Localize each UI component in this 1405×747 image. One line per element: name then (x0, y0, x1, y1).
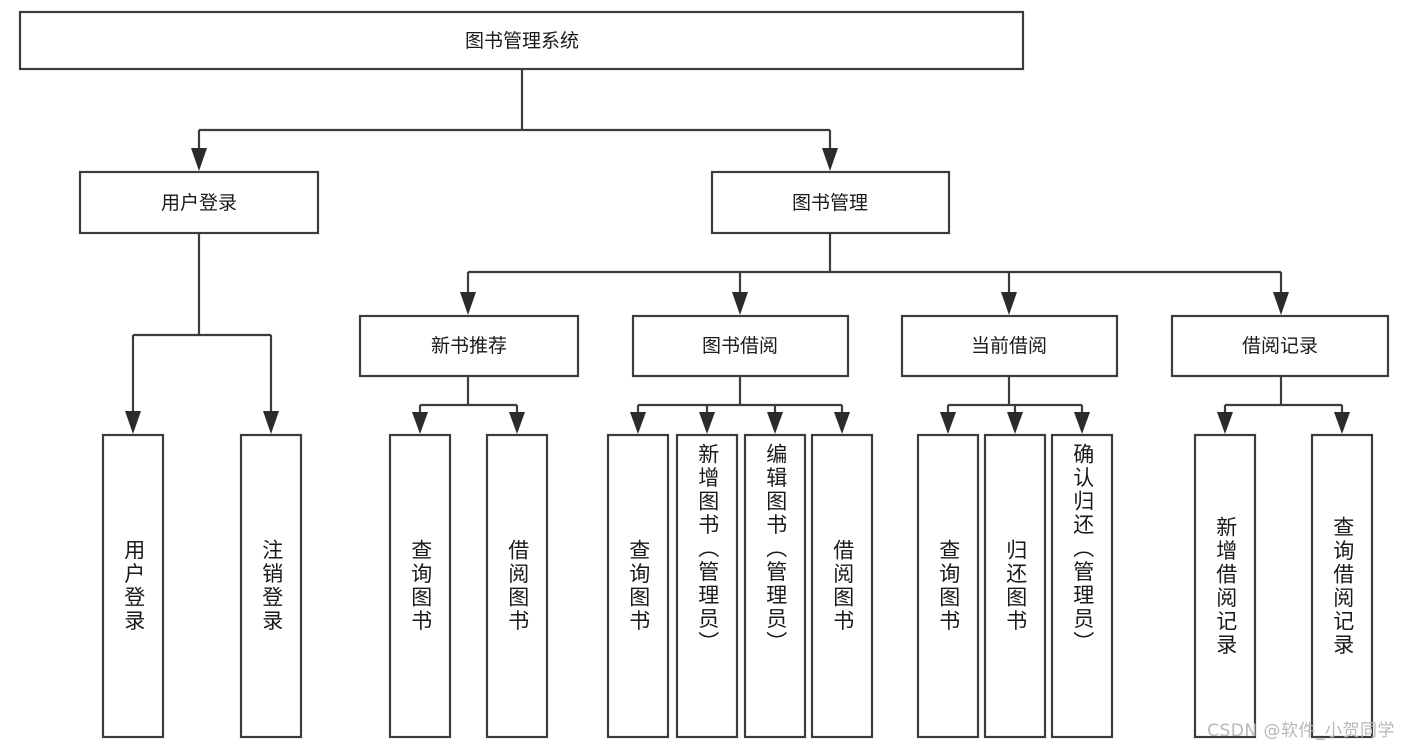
arrow-head-book-borrow (732, 292, 748, 315)
arrow-head-cb-leaf-2 (1007, 412, 1023, 434)
arrow-head-bb-leaf-1 (630, 412, 646, 434)
connector-group-borrow-records (1217, 376, 1350, 434)
node-book-management[interactable] (710, 170, 951, 235)
leaf-box-book-borrow-1[interactable] (606, 433, 670, 739)
node-new-book-recommend[interactable] (358, 314, 580, 378)
leaf-box-new-book-1[interactable] (388, 433, 452, 739)
arrow-head-ul-leaf-1 (125, 411, 141, 434)
leaf-box-borrow-records-2[interactable] (1310, 433, 1374, 739)
connector-group-root (191, 69, 838, 171)
node-root-label: 图书管理系统 (465, 30, 579, 52)
node-borrow-records-label: 借阅记录 (1242, 335, 1318, 357)
node-new-book-recommend-label: 新书推荐 (431, 335, 507, 357)
leaf-box-current-borrow-2[interactable] (983, 433, 1047, 739)
connector-group-user-login (125, 233, 279, 434)
leaf-box-book-borrow-3[interactable] (743, 433, 807, 739)
arrow-head-cb-leaf-1 (940, 412, 956, 434)
leaf-box-book-borrow-4[interactable] (810, 433, 874, 739)
arrow-head-borrow-records (1273, 292, 1289, 315)
leaf-box-current-borrow-1[interactable] (916, 433, 980, 739)
arrow-head-user-login (191, 148, 207, 171)
arrow-head-ul-leaf-2 (263, 411, 279, 434)
node-current-borrow[interactable] (900, 314, 1119, 378)
leaf-box-book-borrow-2[interactable] (675, 433, 739, 739)
node-user-login-label: 用户登录 (161, 192, 237, 214)
leaf-box-user-login-2[interactable] (239, 433, 303, 739)
arrow-head-br-leaf-2 (1334, 412, 1350, 434)
watermark-text: CSDN @软件_小贺同学 (1207, 721, 1395, 741)
arrow-head-bb-leaf-3 (767, 412, 783, 434)
connector-group-book-borrow (630, 376, 850, 434)
node-user-login[interactable] (78, 170, 320, 235)
leaf-box-user-login-1[interactable] (101, 433, 165, 739)
node-book-management-label: 图书管理 (792, 192, 868, 214)
node-book-borrow[interactable] (631, 314, 850, 378)
arrow-head-nb-leaf-2 (509, 412, 525, 434)
arrow-head-cb-leaf-3 (1074, 412, 1090, 434)
arrow-head-br-leaf-1 (1217, 412, 1233, 434)
node-root[interactable] (18, 10, 1025, 71)
arrow-head-new-book (460, 292, 476, 315)
leaf-box-current-borrow-3[interactable] (1050, 433, 1114, 739)
node-book-borrow-label: 图书借阅 (702, 335, 778, 357)
leaf-box-borrow-records-1[interactable] (1193, 433, 1257, 739)
arrow-head-bb-leaf-2 (699, 412, 715, 434)
arrow-head-current-borrow (1001, 292, 1017, 315)
arrow-head-book-mgmt (822, 148, 838, 171)
arrow-head-nb-leaf-1 (412, 412, 428, 434)
node-current-borrow-label: 当前借阅 (971, 335, 1047, 357)
node-borrow-records[interactable] (1170, 314, 1390, 378)
connector-group-new-book (412, 376, 525, 434)
connector-group-book-mgmt (460, 233, 1289, 315)
leaf-box-new-book-2[interactable] (485, 433, 549, 739)
arrow-head-bb-leaf-4 (834, 412, 850, 434)
connector-group-current-borrow (940, 376, 1090, 434)
